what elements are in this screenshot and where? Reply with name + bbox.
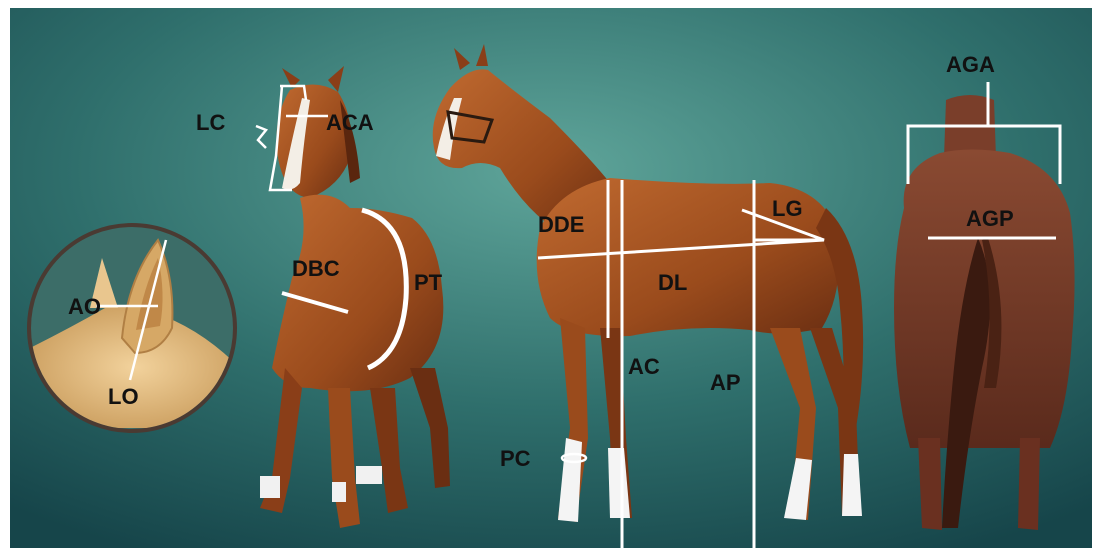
label-ao: AO <box>68 294 101 319</box>
label-lo: LO <box>108 384 139 409</box>
label-lc: LC <box>196 110 225 135</box>
label-dde: DDE <box>538 212 584 237</box>
label-dbc: DBC <box>292 256 340 281</box>
label-dl: DL <box>658 270 687 295</box>
label-ac: AC <box>628 354 660 379</box>
horse-measurements-diagram: LC ACA DBC PT AO LO DDE LG DL AC AP PC A… <box>10 8 1092 548</box>
label-pt: PT <box>414 270 443 295</box>
diagram-canvas: LC ACA DBC PT AO LO DDE LG DL AC AP PC A… <box>10 8 1092 548</box>
label-aca: ACA <box>326 110 374 135</box>
label-lg: LG <box>772 196 803 221</box>
label-pc: PC <box>500 446 531 471</box>
leg-wrap <box>260 476 280 498</box>
label-ap: AP <box>710 370 741 395</box>
label-agp: AGP <box>966 206 1014 231</box>
leg-wrap <box>332 482 346 502</box>
label-aga: AGA <box>946 52 995 77</box>
leg-wrap <box>356 466 382 484</box>
